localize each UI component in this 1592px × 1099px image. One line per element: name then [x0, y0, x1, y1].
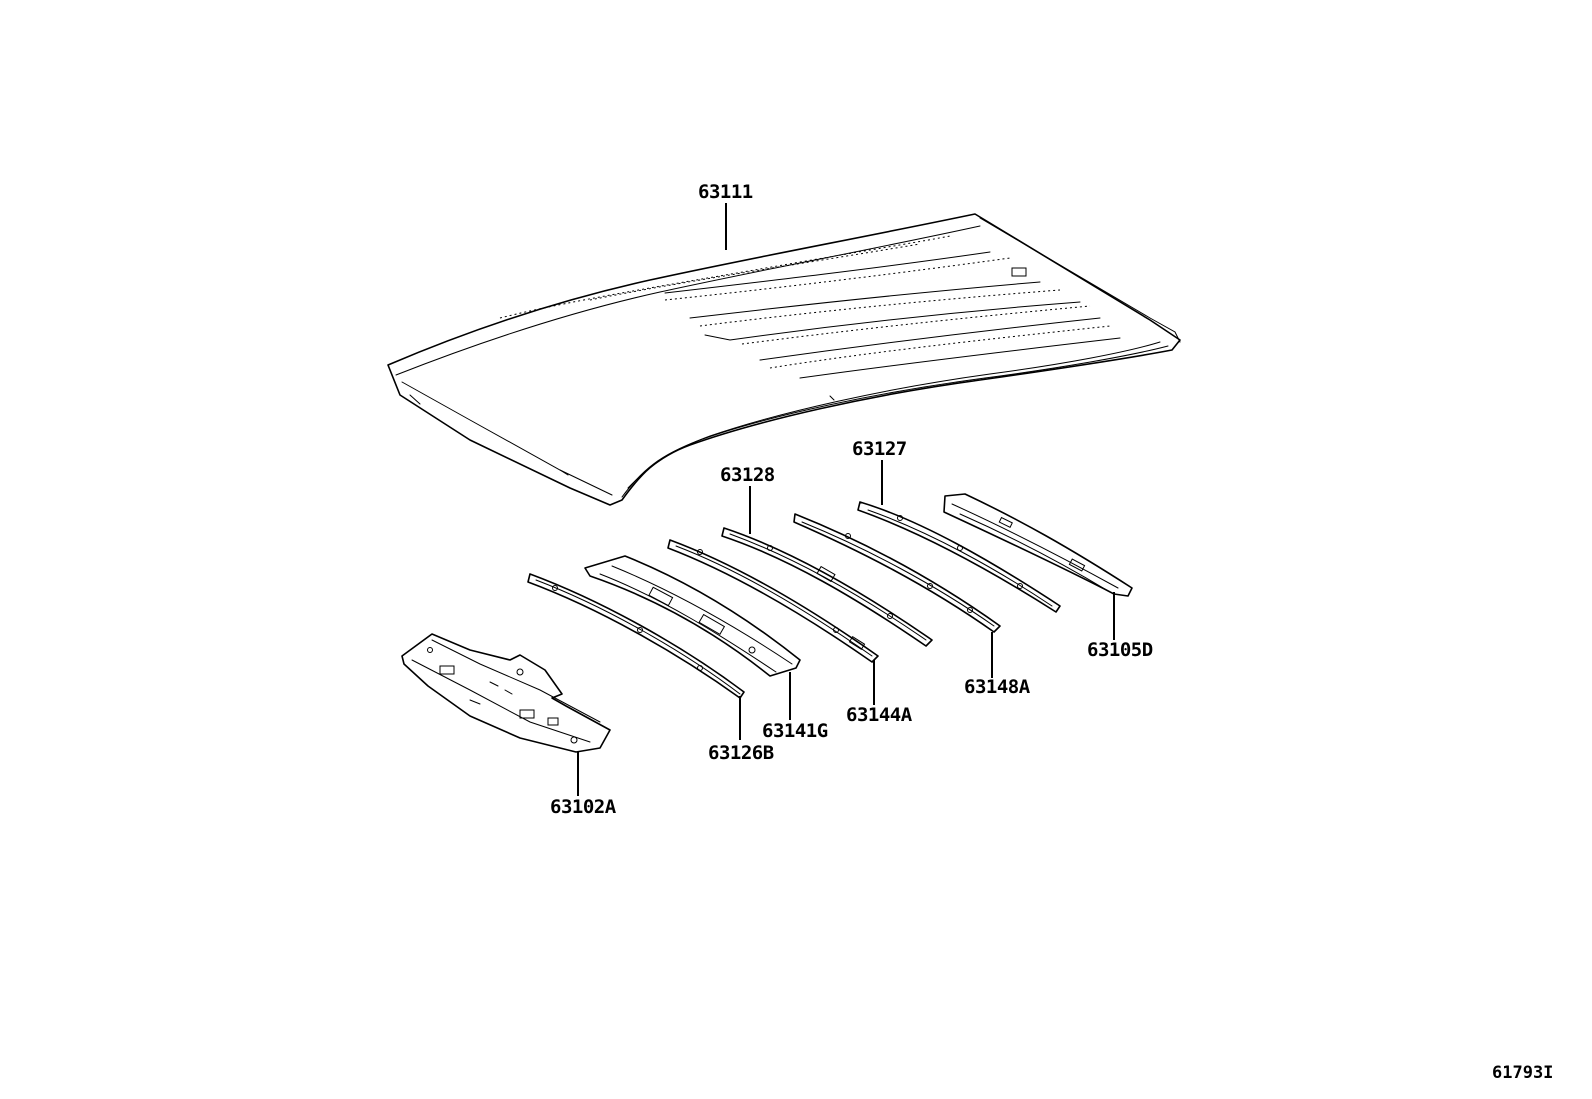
label-63127: 63127 [852, 438, 907, 460]
panel-63102A[interactable] [401, 633, 611, 753]
label-63148A: 63148A [964, 676, 1031, 698]
label-63128: 63128 [720, 464, 775, 486]
label-63102A: 63102A [550, 796, 617, 818]
label-63144A: 63144A [846, 704, 913, 726]
rail-63144A[interactable] [667, 539, 879, 663]
label-63105D: 63105D [1087, 639, 1153, 661]
rail-63128[interactable] [721, 527, 933, 647]
diagram-id: 61793I [1492, 1063, 1553, 1083]
roof-panel[interactable] [387, 213, 1181, 506]
rail-63148A[interactable] [793, 513, 1001, 633]
label-63141G: 63141G [762, 720, 828, 742]
rail-63141G[interactable] [584, 555, 801, 677]
label-63111: 63111 [698, 181, 753, 203]
label-63126B: 63126B [708, 742, 774, 764]
rail-63105D[interactable] [943, 493, 1133, 597]
rail-63127[interactable] [857, 501, 1061, 613]
leader-lines [577, 203, 1115, 796]
